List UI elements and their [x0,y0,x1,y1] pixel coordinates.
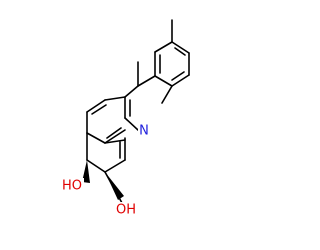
bond [104,96,126,101]
bond [104,139,126,144]
bond [104,159,126,173]
wedge-bond [105,172,124,200]
bond [161,85,173,104]
bond-inner [171,71,185,81]
molecule-structure-diagram: N HO OH [60,19,190,218]
wedge-bond [82,160,90,183]
nitrogen-label-bg [138,124,151,138]
hydroxyl-left-label: HO [62,179,82,194]
bond-inner [106,127,122,139]
nitrogen-label: N [139,124,149,139]
bond [86,99,106,113]
bond [154,41,173,53]
bond [124,117,139,131]
bond [124,85,139,98]
bond [86,159,106,173]
hydroxyl-left-bg [60,178,84,194]
bond-inner [91,104,107,115]
bond [137,75,156,87]
bond-lines [86,19,190,204]
bond [104,129,126,144]
hydroxyl-right-bg [114,202,138,218]
bond [154,75,173,87]
hydroxyl-right-label: OH [116,203,136,218]
bond [86,132,106,144]
bond [171,41,190,54]
bond-inner [174,47,186,56]
bond [171,74,190,87]
